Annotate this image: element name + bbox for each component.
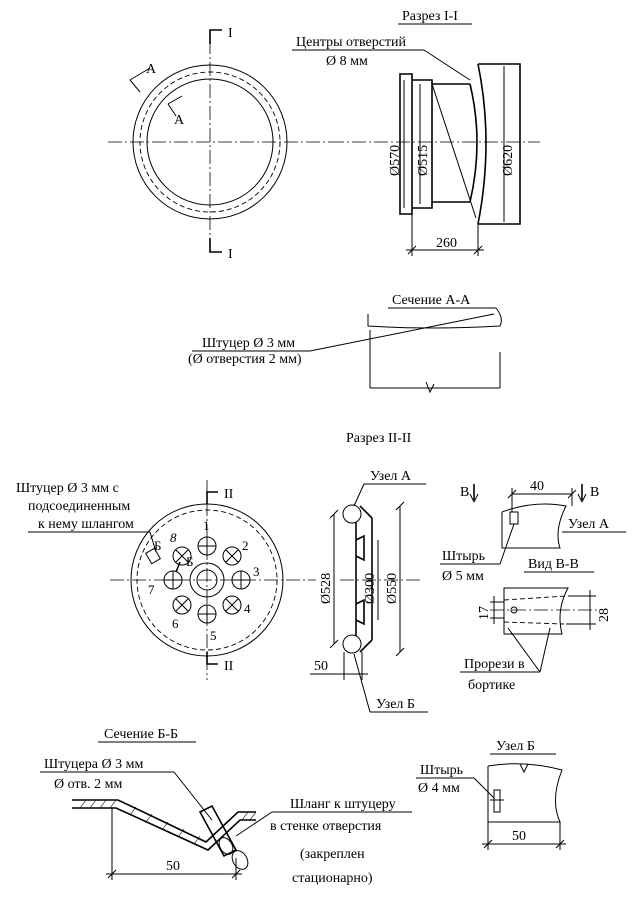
hole-number-5: 5 (210, 628, 217, 643)
disk-view: Разрез II-II Штуцер Ø 3 мм с подсоединен… (16, 431, 412, 680)
view-vv-title: Вид В-В (528, 557, 579, 572)
section-bb-title: Сечение Б-Б (104, 727, 178, 742)
mark-b-right: Б (186, 554, 193, 569)
dim-50-middle: 50 (314, 659, 328, 674)
dim-300: Ø300 (363, 573, 378, 604)
slots-line2: бортике (468, 678, 515, 693)
node-b-label: Узел Б (376, 697, 415, 712)
dim-620: Ø620 (501, 145, 516, 176)
node-b-detail-title: Узел Б (496, 739, 535, 754)
section-ii-mark-top: II (224, 487, 234, 502)
disk-fitting-line3: к нему шлангом (38, 517, 134, 532)
arrow-a-label-outer: A (146, 62, 157, 77)
section-ii-title: Разрез II-II (346, 431, 412, 446)
hole-number-7: 7 (148, 582, 155, 597)
section-ii-mark-bottom: II (224, 659, 234, 674)
aa-hole-label: (Ø отверстия 2 мм) (188, 352, 302, 367)
section-i-i: Разрез I-I Центры отверстий Ø 8 мм Ø570 … (292, 9, 540, 256)
view-mark-v-left: В (460, 485, 469, 500)
arrow-a-label-inner: A (174, 113, 185, 128)
hole-number-8: 8 (170, 530, 177, 545)
aa-fitting-label: Штуцер Ø 3 мм (202, 336, 295, 351)
dim-28: 28 (597, 608, 612, 622)
view-mark-v-right: В (590, 485, 599, 500)
hole-number-3: 3 (253, 564, 260, 579)
dim-40: 40 (530, 479, 544, 494)
bb-hole-label: Ø отв. 2 мм (54, 777, 123, 792)
node-a-detail: В В 40 Узел А Штырь Ø 5 мм Вид В-В (440, 479, 626, 693)
dim-570: Ø570 (388, 145, 403, 176)
section-b-b: Сечение Б-Б Штуцера Ø 3 мм Ø отв. 2 мм Ш… (40, 727, 412, 886)
hose-line4: стационарно) (292, 871, 373, 886)
node-a-detail-label: Узел А (568, 517, 610, 532)
section-i-title: Разрез I-I (402, 9, 458, 24)
dim-515: Ø515 (416, 145, 431, 176)
section-ii-ii: Узел А Ø528 Ø300 Ø550 50 Узел Б (310, 469, 428, 713)
dim-260: 260 (436, 236, 457, 251)
bb-dim-50: 50 (166, 859, 180, 874)
node-b-dim-50: 50 (512, 829, 526, 844)
dim-528: Ø528 (319, 573, 334, 604)
section-a-a: Сечение А-А Штуцер Ø 3 мм (Ø отверстия 2… (188, 293, 502, 394)
hole-number-4: 4 (244, 601, 251, 616)
dim-550: Ø550 (385, 573, 400, 604)
disk-fitting-line2: подсоединенным (28, 499, 130, 514)
section-mark-bottom: I (228, 247, 233, 262)
disk-fitting-line1: Штуцер Ø 3 мм с (16, 481, 119, 496)
pin-diameter: Ø 5 мм (442, 569, 484, 584)
bb-fittings-label: Штуцера Ø 3 мм (44, 757, 143, 772)
dim-17: 17 (477, 606, 492, 620)
node-b-pin-diameter: Ø 4 мм (418, 781, 460, 796)
node-b-detail: Узел Б Штырь Ø 4 мм 50 (416, 739, 566, 850)
hose-line1: Шланг к штуцеру (290, 797, 396, 812)
centers-diameter: Ø 8 мм (326, 54, 368, 69)
section-aa-title: Сечение А-А (392, 293, 471, 308)
hole-number-6: 6 (172, 616, 179, 631)
hose-line2: в стенке отверстия (270, 819, 382, 834)
node-b-pin-label: Штырь (420, 763, 463, 778)
hole-number-1: 1 (203, 518, 210, 533)
slots-line1: Прорези в (464, 657, 525, 672)
node-a-label: Узел А (370, 469, 412, 484)
ring-front-view: I I A A (108, 26, 330, 262)
hole-number-2: 2 (242, 538, 249, 553)
hose-line3: (закреплен (300, 847, 365, 862)
mark-b-left: Б (154, 538, 161, 553)
centers-label: Центры отверстий (296, 35, 407, 50)
pin-label: Штырь (442, 549, 485, 564)
section-mark-top: I (228, 26, 233, 41)
